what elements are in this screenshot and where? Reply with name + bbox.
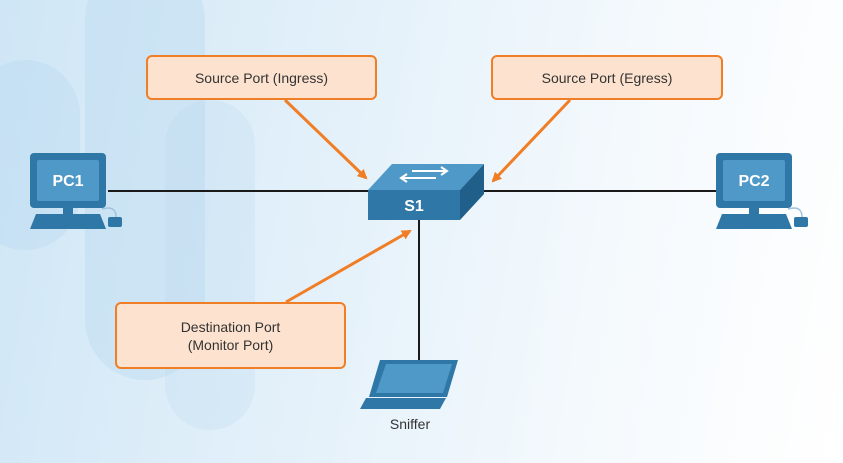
- switch-icon: S1: [368, 164, 484, 220]
- arrow-egress: [491, 98, 572, 183]
- monitor-port-label: (Monitor Port): [187, 336, 274, 353]
- laptop-icon: [360, 360, 458, 409]
- source-port-egress-callout: Source Port (Egress): [491, 55, 723, 100]
- switch-label: S1: [404, 198, 424, 215]
- pc1-label: PC1: [52, 173, 83, 190]
- background-shape: [165, 100, 255, 430]
- destination-port-callout: Destination Port (Monitor Port): [115, 302, 346, 369]
- source-port-ingress-callout: Source Port (Ingress): [146, 55, 377, 100]
- destination-port-label: Destination Port: [180, 318, 281, 335]
- pc1-icon: PC1: [30, 153, 122, 229]
- arrow-destination: [285, 229, 412, 304]
- pc2-label: PC2: [738, 173, 769, 190]
- arrow-ingress: [283, 98, 368, 180]
- sniffer-label: Sniffer: [389, 416, 431, 432]
- pc2-icon: PC2: [716, 153, 808, 229]
